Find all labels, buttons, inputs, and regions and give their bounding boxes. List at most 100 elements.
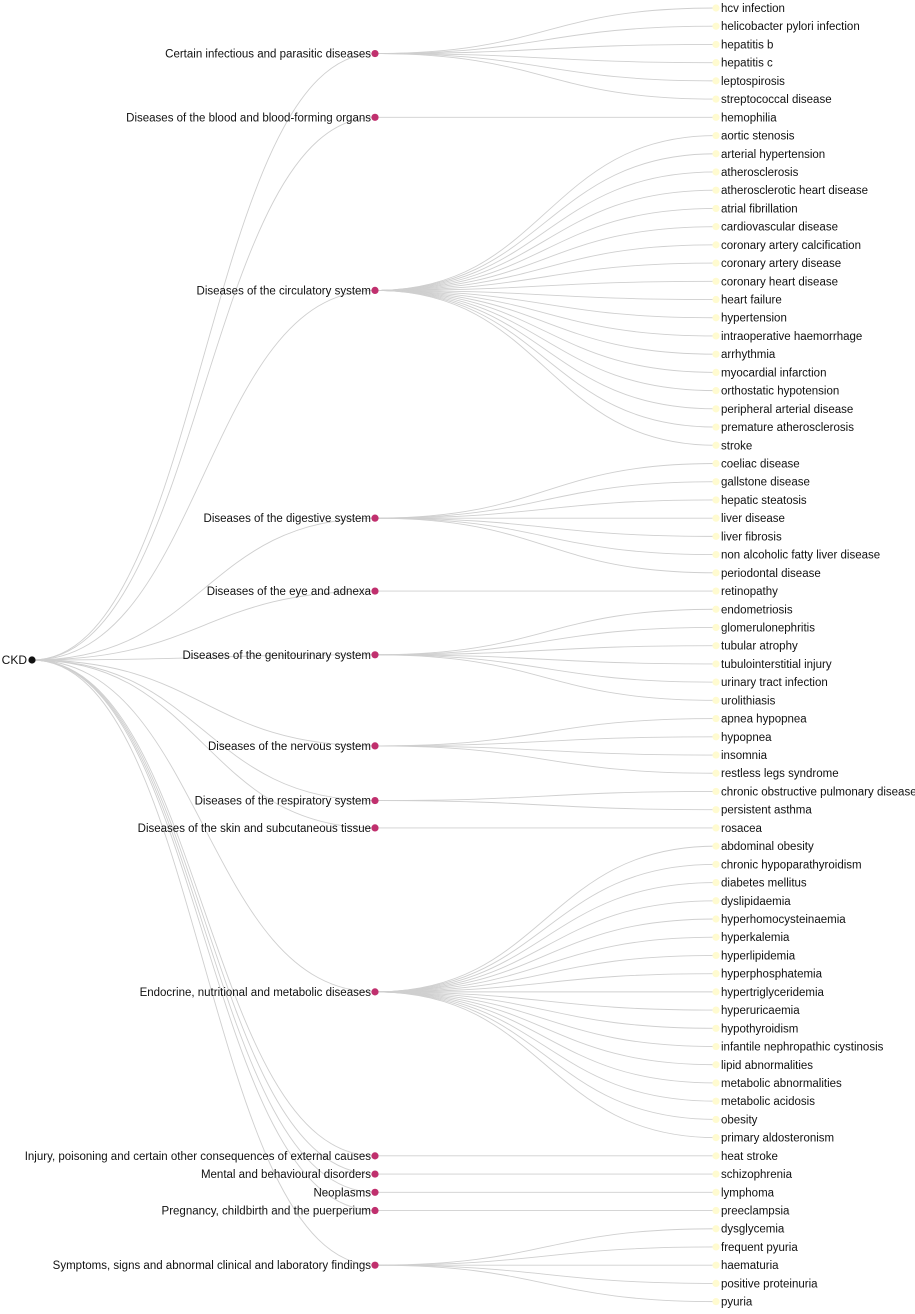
disease-leaf-node[interactable]: peripheral arterial disease [712, 404, 853, 416]
category-node[interactable]: Endocrine, nutritional and metabolic dis… [140, 987, 379, 999]
category-node[interactable]: Diseases of the respiratory system [195, 796, 379, 808]
disease-leaf-node[interactable]: orthostatic hypotension [712, 386, 839, 398]
disease-leaf-node[interactable]: schizophrenia [712, 1169, 793, 1181]
disease-leaf-node[interactable]: hepatitis b [712, 39, 773, 51]
disease-leaf-node[interactable]: coronary artery disease [712, 258, 841, 270]
category-disease-link [374, 517, 717, 556]
disease-leaf-node[interactable]: streptococcal disease [712, 94, 832, 106]
category-node[interactable]: Diseases of the circulatory system [197, 285, 379, 297]
disease-leaf-node[interactable]: haematuria [712, 1260, 779, 1272]
disease-leaf-node[interactable]: atherosclerosis [712, 167, 799, 179]
disease-leaf-node[interactable]: stroke [712, 440, 752, 452]
category-node[interactable]: Certain infectious and parasitic disease… [165, 49, 379, 61]
disease-leaf-node[interactable]: hyperkalemia [712, 932, 790, 944]
disease-leaf-node[interactable]: arterial hypertension [712, 149, 825, 161]
disease-leaf-node[interactable]: myocardial infarction [712, 367, 826, 379]
disease-leaf-node[interactable]: restless legs syndrome [712, 768, 839, 780]
disease-leaf-node[interactable]: hypertriglyceridemia [712, 987, 825, 999]
disease-leaf-node[interactable]: urinary tract infection [712, 677, 828, 689]
disease-leaf-node[interactable]: liver disease [712, 513, 785, 525]
disease-leaf-label: arrhythmia [721, 349, 776, 361]
category-disease-link [374, 171, 717, 291]
category-node[interactable]: Symptoms, signs and abnormal clinical an… [53, 1260, 379, 1272]
disease-leaf-node[interactable]: coronary artery calcification [712, 240, 861, 252]
disease-leaf-node[interactable]: chronic hypoparathyroidism [712, 859, 862, 871]
disease-leaf-label: heart failure [721, 295, 782, 307]
disease-leaf-node[interactable]: infantile nephropathic cystinosis [712, 1042, 884, 1054]
category-node[interactable]: Mental and behavioural disorders [201, 1169, 379, 1181]
category-disease-link [374, 1228, 717, 1266]
disease-leaf-node[interactable]: apnea hypopnea [712, 714, 807, 726]
disease-leaf-dot [712, 1097, 720, 1105]
disease-leaf-node[interactable]: insomnia [712, 750, 768, 762]
category-node-dot [371, 1152, 379, 1160]
category-disease-link [374, 645, 717, 656]
disease-leaf-node[interactable]: coronary heart disease [712, 276, 838, 288]
category-node[interactable]: Diseases of the digestive system [204, 513, 379, 525]
disease-leaf-node[interactable]: abdominal obesity [712, 841, 814, 853]
disease-leaf-node[interactable]: pyuria [712, 1297, 753, 1309]
disease-leaf-dot [712, 696, 720, 704]
disease-leaf-node[interactable]: arrhythmia [712, 349, 776, 361]
category-node[interactable]: Injury, poisoning and certain other cons… [25, 1151, 379, 1163]
disease-leaf-node[interactable]: endometriosis [712, 604, 793, 616]
disease-leaf-node[interactable]: hyperuricaemia [712, 1005, 800, 1017]
category-node[interactable]: Diseases of the skin and subcutaneous ti… [138, 823, 379, 835]
category-node[interactable]: Diseases of the nervous system [208, 741, 379, 753]
category-disease-link [374, 991, 717, 1120]
disease-leaf-node[interactable]: atrial fibrillation [712, 203, 798, 215]
disease-leaf-node[interactable]: hepatitis c [712, 58, 773, 70]
disease-leaf-node[interactable]: liver fibrosis [712, 531, 782, 543]
disease-leaf-node[interactable]: aortic stenosis [712, 131, 795, 143]
disease-leaf-node[interactable]: non alcoholic fatty liver disease [712, 550, 880, 562]
disease-leaf-node[interactable]: preeclampsia [712, 1206, 790, 1218]
disease-leaf-node[interactable]: leptospirosis [712, 76, 785, 88]
disease-leaf-node[interactable]: dyslipidaemia [712, 896, 791, 908]
disease-leaf-node[interactable]: hyperphosphatemia [712, 969, 823, 981]
disease-leaf-node[interactable]: hyperhomocysteinaemia [712, 914, 846, 926]
disease-leaf-node[interactable]: retinopathy [712, 586, 778, 598]
disease-leaf-node[interactable]: hepatic steatosis [712, 495, 807, 507]
disease-leaf-node[interactable]: tubulointerstitial injury [712, 659, 832, 671]
disease-leaf-node[interactable]: hyperlipidemia [712, 950, 796, 962]
disease-leaf-node[interactable]: positive proteinuria [712, 1278, 818, 1290]
disease-leaf-node[interactable]: intraoperative haemorrhage [712, 331, 862, 343]
disease-leaf-node[interactable]: primary aldosteronism [712, 1133, 834, 1145]
disease-leaf-node[interactable]: helicobacter pylori infection [712, 21, 860, 33]
category-node[interactable]: Pregnancy, childbirth and the puerperium [162, 1206, 379, 1218]
disease-leaf-node[interactable]: hypopnea [712, 732, 772, 744]
category-node[interactable]: Neoplasms [313, 1187, 379, 1199]
disease-leaf-node[interactable]: chronic obstructive pulmonary disease [712, 786, 915, 798]
disease-leaf-node[interactable]: lymphoma [712, 1187, 775, 1199]
disease-leaf-node[interactable]: rosacea [712, 823, 763, 835]
disease-leaf-node[interactable]: hemophilia [712, 112, 777, 124]
disease-leaf-node[interactable]: atherosclerotic heart disease [712, 185, 868, 197]
disease-leaf-node[interactable]: persistent asthma [712, 805, 812, 817]
disease-leaf-node[interactable]: diabetes mellitus [712, 878, 807, 890]
category-node[interactable]: Diseases of the genitourinary system [182, 650, 379, 662]
disease-leaf-node[interactable]: periodontal disease [712, 568, 821, 580]
disease-leaf-node[interactable]: cardiovascular disease [712, 222, 838, 234]
category-node[interactable]: Diseases of the blood and blood-forming … [126, 112, 379, 124]
disease-leaf-node[interactable]: premature atherosclerosis [712, 422, 854, 434]
disease-leaf-node[interactable]: gallstone disease [712, 477, 810, 489]
disease-leaf-node[interactable]: hypothyroidism [712, 1023, 798, 1035]
disease-leaf-node[interactable]: obesity [712, 1114, 758, 1126]
disease-leaf-node[interactable]: urolithiasis [712, 695, 776, 707]
disease-leaf-node[interactable]: frequent pyuria [712, 1242, 798, 1254]
disease-leaf-node[interactable]: tubular atrophy [712, 641, 798, 653]
disease-leaf-node[interactable]: metabolic abnormalities [712, 1078, 842, 1090]
category-node[interactable]: Diseases of the eye and adnexa [207, 586, 379, 598]
disease-leaf-node[interactable]: hypertension [712, 313, 787, 325]
disease-leaf-node[interactable]: coeliac disease [712, 459, 800, 471]
disease-leaf-node[interactable]: heart failure [712, 295, 782, 307]
root-node[interactable]: CKD [2, 653, 36, 667]
disease-leaf-node[interactable]: glomerulonephritis [712, 622, 815, 634]
disease-leaf-node[interactable]: dysglycemia [712, 1224, 785, 1236]
disease-leaf-node[interactable]: hcv infection [712, 3, 785, 15]
category-disease-link [374, 517, 717, 537]
disease-leaf-node[interactable]: heat stroke [712, 1151, 778, 1163]
disease-leaf-node[interactable]: lipid abnormalities [712, 1060, 813, 1072]
disease-leaf-node[interactable]: metabolic acidosis [712, 1096, 815, 1108]
category-disease-link [374, 991, 717, 1084]
